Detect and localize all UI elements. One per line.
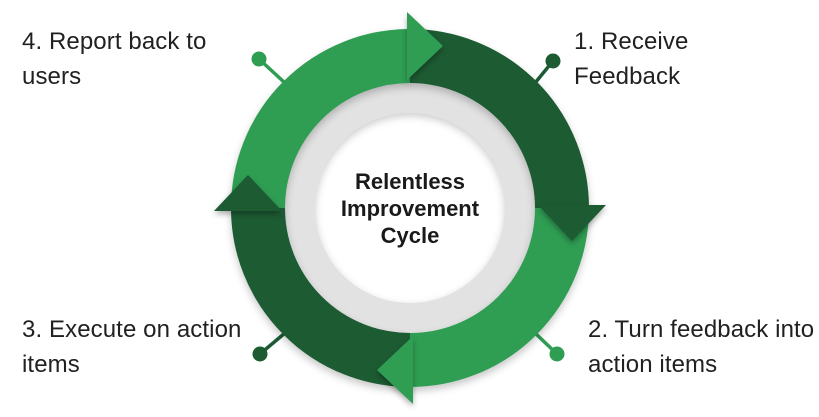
step-label-line: items <box>22 351 80 378</box>
arrowhead-group <box>214 12 606 404</box>
step-label-line: 4. Report back to <box>22 28 207 55</box>
step-label-line: action items <box>588 351 718 378</box>
connector-dot-bottom-right <box>549 346 565 362</box>
arrowhead-top-icon <box>407 12 443 80</box>
center-circle <box>314 112 506 304</box>
connector-group <box>251 51 565 362</box>
arc-top-right <box>409 29 589 209</box>
cycle-title-line: Improvement <box>340 196 480 221</box>
step-label-line: 3. Execute on action <box>22 316 242 343</box>
gray-ring-group <box>284 82 536 334</box>
cycle-title-line: Relentless <box>354 169 466 194</box>
arc-bottom-right <box>409 207 589 387</box>
step-label-line: 1. Receive <box>574 28 689 55</box>
step-label-report-back: 4. Report back to users <box>22 24 206 94</box>
arc-group <box>231 29 589 387</box>
arrowhead-bottom-icon <box>377 336 413 404</box>
connector-dot-bottom-left <box>252 346 268 362</box>
cycle-title: Relentless Improvement Cycle <box>300 168 520 249</box>
connector-dot-top-right <box>545 53 561 69</box>
step-label-line: users <box>22 63 82 90</box>
step-label-line: 2. Turn feedback into <box>588 316 815 343</box>
cycle-title-line: Cycle <box>380 223 440 248</box>
step-label-turn-feedback: 2. Turn feedback into action items <box>588 312 814 382</box>
step-label-receive-feedback: 1. Receive Feedback <box>574 24 688 94</box>
arrowhead-right-icon <box>538 205 606 241</box>
arc-top-left <box>231 29 411 209</box>
gray-ring <box>284 82 536 334</box>
arc-bottom-left <box>231 207 411 387</box>
connector-dot-top-left <box>251 51 267 67</box>
step-label-execute-action: 3. Execute on action items <box>22 312 241 382</box>
step-label-line: Feedback <box>574 63 681 90</box>
arrowhead-left-icon <box>214 175 282 211</box>
